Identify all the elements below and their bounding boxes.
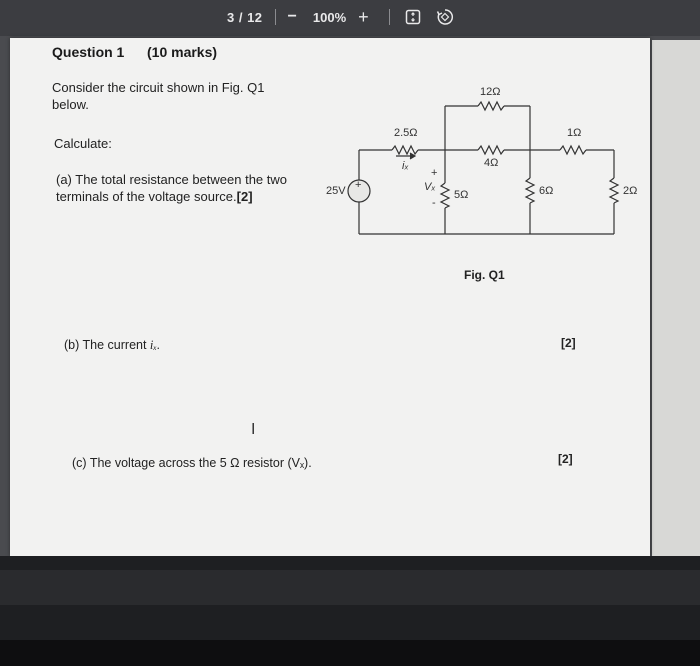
toolbar-controls: 3 / 12 − 100% + [215, 4, 456, 30]
rotate-icon [436, 9, 453, 25]
label-2-ohm: 2Ω [623, 185, 637, 197]
label-4-ohm: 4Ω [484, 157, 498, 169]
part-b: (b) The current iₓ. [64, 338, 160, 353]
calculate-label: Calculate: [54, 136, 112, 151]
part-b-text: (b) The current [64, 338, 150, 352]
zoom-level[interactable]: 100% [312, 9, 347, 25]
part-a: (a) The total resistance between the two… [56, 171, 316, 205]
resistor-12-ohm [477, 100, 505, 112]
resistor-1-ohm [559, 144, 587, 156]
question-marks: (10 marks) [147, 44, 218, 60]
part-a-mark: [2] [236, 189, 253, 204]
resistor-5-ohm [439, 182, 451, 209]
text-cursor-icon: I [251, 421, 256, 438]
vx-minus: - [432, 197, 436, 209]
part-c-mark: [2] [558, 452, 573, 466]
source-plus: + [355, 179, 361, 191]
zoom-in-button[interactable]: + [358, 6, 369, 27]
part-b-variable: iₓ. [149, 338, 161, 352]
label-12-ohm: 12Ω [480, 86, 500, 98]
page-indicator[interactable]: 3 / 12 [227, 9, 263, 25]
source-label: 25V [326, 185, 346, 197]
label-6-ohm: 6Ω [539, 185, 553, 197]
label-1-ohm: 1Ω [567, 127, 581, 139]
resistor-2-5-ohm [391, 144, 419, 156]
fit-page-button[interactable] [402, 6, 424, 28]
document-page: Question 1 (10 marks) Consider the circu… [10, 38, 650, 556]
resistor-6-ohm [524, 177, 536, 204]
keyboard-edge [0, 640, 700, 666]
figure-caption: Fig. Q1 [464, 268, 505, 282]
laptop-bezel-band [0, 570, 700, 605]
fit-page-icon [405, 9, 420, 25]
toolbar-divider [388, 9, 390, 25]
question-title: Question 1 [52, 44, 125, 60]
resistor-2-ohm [608, 177, 620, 204]
vx-plus: + [431, 167, 437, 179]
ix-label: iₓ [402, 160, 409, 172]
rotate-button[interactable] [434, 6, 456, 28]
viewer-toolbar: 3 / 12 − 100% + [0, 0, 700, 36]
question-intro: Consider the circuit shown in Fig. Q1 be… [52, 80, 265, 112]
vx-label: Vₓ [424, 181, 436, 193]
part-c: (c) The voltage across the 5 Ω resistor … [72, 456, 312, 470]
label-2-5-ohm: 2.5Ω [394, 127, 418, 139]
circuit-diagram: + 25V 2.5Ω 12Ω 4Ω 5Ω 6Ω 1Ω 2Ω iₓ Vₓ + - [326, 86, 637, 235]
part-b-mark: [2] [561, 336, 576, 350]
part-a-text: (a) The total resistance between the two… [56, 172, 287, 204]
resistor-4-ohm [477, 144, 505, 156]
toolbar-divider [274, 9, 276, 25]
zoom-out-button[interactable]: − [287, 8, 297, 25]
adjacent-window [652, 40, 700, 556]
label-5-ohm: 5Ω [454, 189, 468, 201]
